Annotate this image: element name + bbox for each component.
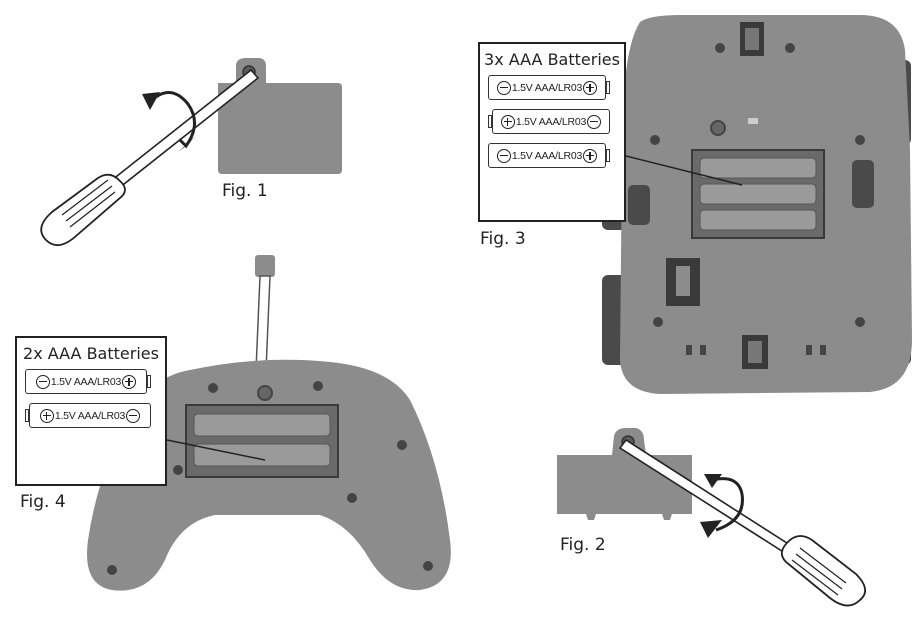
battery-cell-text: 1.5V AAA/LR03 [511, 81, 583, 94]
plus-terminal-icon [39, 408, 54, 423]
rotate-arrow-icon [700, 474, 744, 538]
battery-cell-text: 1.5V AAA/LR03 [515, 115, 587, 128]
battery-nub [606, 81, 610, 94]
remote-battery-label-box: 2x AAA Batteries 1.5V AAA/LR03 1.5V AAA/… [15, 336, 167, 486]
battery-cell: 1.5V AAA/LR03 [492, 109, 610, 134]
battery-cell-text: 1.5V AAA/LR03 [54, 409, 126, 422]
plus-terminal-icon [583, 80, 598, 95]
fig1-label: Fig. 1 [222, 181, 268, 201]
fig4-leader-line [166, 439, 266, 461]
battery-cell-row: 1.5V AAA/LR03 [488, 109, 624, 134]
car-battery-title: 3x AAA Batteries [484, 50, 620, 69]
minus-terminal-icon [126, 408, 141, 423]
battery-cell-text: 1.5V AAA/LR03 [511, 149, 583, 162]
fig3-leader-line [621, 154, 743, 186]
minus-terminal-icon [35, 374, 50, 389]
battery-cell-row: 1.5V AAA/LR03 [25, 369, 165, 394]
rotate-arrow-icon [142, 91, 196, 152]
battery-cell-row: 1.5V AAA/LR03 [25, 403, 165, 428]
plus-terminal-icon [500, 114, 515, 129]
plus-terminal-icon [583, 148, 598, 163]
screwdriver-icon [780, 535, 866, 607]
battery-cell-row: 1.5V AAA/LR03 [488, 143, 624, 168]
battery-cell: 1.5V AAA/LR03 [488, 143, 606, 168]
battery-cell: 1.5V AAA/LR03 [29, 403, 151, 428]
minus-terminal-icon [496, 80, 511, 95]
car-battery-label-box: 3x AAA Batteries 1.5V AAA/LR03 1.5V AAA/… [478, 42, 626, 222]
screwdriver-icon [40, 173, 126, 246]
battery-nub [25, 409, 29, 422]
minus-terminal-icon [587, 114, 602, 129]
fig2-label: Fig. 2 [560, 535, 606, 555]
battery-cell-row: 1.5V AAA/LR03 [488, 75, 624, 100]
fig3-label: Fig. 3 [480, 229, 526, 249]
fig1-battery-cover [218, 58, 342, 174]
fig4-label: Fig. 4 [20, 492, 66, 512]
minus-terminal-icon [496, 148, 511, 163]
battery-cell: 1.5V AAA/LR03 [25, 369, 147, 394]
battery-cell-text: 1.5V AAA/LR03 [50, 375, 122, 388]
battery-cell: 1.5V AAA/LR03 [488, 75, 606, 100]
remote-battery-title: 2x AAA Batteries [23, 344, 159, 363]
battery-nub [606, 149, 610, 162]
plus-terminal-icon [122, 374, 137, 389]
fig2-battery-cover [557, 428, 692, 520]
battery-nub [488, 115, 492, 128]
battery-nub [147, 375, 151, 388]
